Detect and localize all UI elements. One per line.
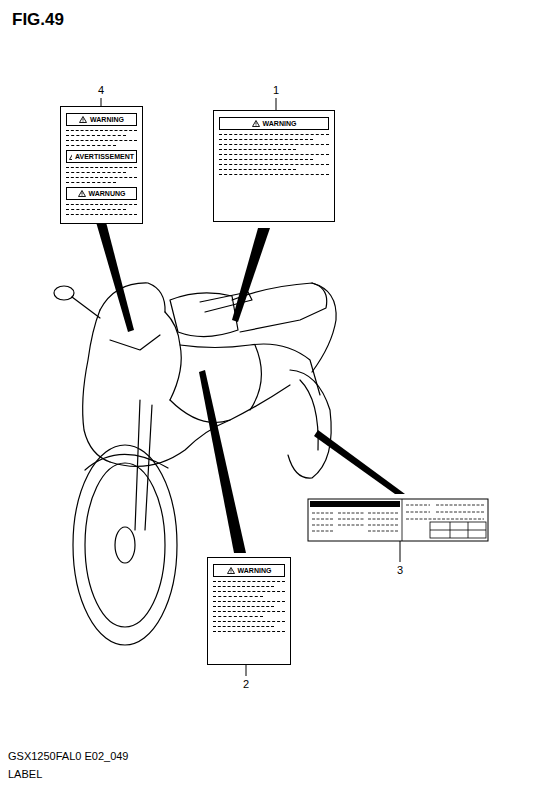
text-line-placeholder	[213, 601, 285, 602]
text-line-placeholder	[213, 606, 274, 607]
text-line-placeholder	[66, 167, 137, 168]
label-heading-box: WARNING	[213, 564, 285, 577]
drawing-code: GSX1250FAL0 E02_049	[8, 750, 128, 762]
text-line-placeholder	[66, 214, 137, 215]
figure-name: LABEL	[8, 768, 42, 780]
text-line-placeholder	[213, 596, 263, 597]
warning-label: WARNING	[213, 110, 335, 222]
text-line-placeholder	[219, 159, 313, 160]
text-line-placeholder	[219, 169, 296, 170]
callout-number: 1	[273, 84, 279, 96]
callout-number: 3	[397, 564, 403, 576]
leader-wedges	[96, 222, 405, 553]
warning-triangle	[78, 190, 86, 197]
text-line-placeholder	[213, 626, 274, 627]
text-line-placeholder	[66, 177, 137, 178]
text-line-placeholder	[219, 134, 329, 135]
text-line-placeholder	[213, 586, 274, 587]
label-heading: WARNING	[238, 566, 272, 575]
label-heading: WARNUNG	[89, 189, 126, 198]
warning-triangle	[252, 120, 260, 127]
text-line-placeholder	[219, 139, 313, 140]
text-line-placeholder	[213, 611, 285, 612]
text-line-placeholder	[213, 621, 285, 622]
label-heading-box: WARNUNG	[66, 187, 137, 200]
text-line-placeholder	[219, 164, 329, 165]
text-line-placeholder	[66, 130, 137, 131]
label-heading-box: AVERTISSEMENT	[66, 150, 137, 163]
text-line-placeholder	[213, 616, 263, 617]
label-heading: WARNING	[263, 119, 297, 128]
label-sticker-3	[308, 499, 488, 541]
text-line-placeholder	[66, 204, 137, 205]
text-line-placeholder	[213, 631, 285, 632]
text-line-placeholder	[66, 140, 137, 141]
text-line-placeholder	[66, 172, 126, 173]
text-line-placeholder	[219, 144, 329, 145]
text-line-placeholder	[213, 591, 285, 592]
label-heading-box: WARNING	[219, 117, 329, 130]
text-line-placeholder	[66, 145, 116, 146]
warning-label: WARNING	[207, 557, 291, 665]
text-line-placeholder	[213, 581, 285, 582]
text-line-placeholder	[66, 209, 126, 210]
warning-triangle	[227, 567, 235, 574]
callout-number: 4	[98, 84, 104, 96]
text-line-placeholder	[219, 154, 329, 155]
text-line-placeholder	[66, 182, 116, 183]
text-line-placeholder	[66, 135, 126, 136]
figure-title: FIG.49	[12, 10, 64, 30]
label-heading: AVERTISSEMENT	[75, 152, 134, 161]
warning-triangle	[79, 116, 87, 123]
text-line-placeholder	[219, 174, 329, 175]
text-line-placeholder	[219, 149, 296, 150]
callout-number: 2	[243, 678, 249, 690]
warning-triangle	[69, 153, 72, 160]
label-heading-box: WARNING	[66, 113, 137, 126]
warning-label: WARNING AVERTISSEMENT WARNUNG	[60, 106, 143, 224]
label-heading: WARNING	[90, 115, 124, 124]
